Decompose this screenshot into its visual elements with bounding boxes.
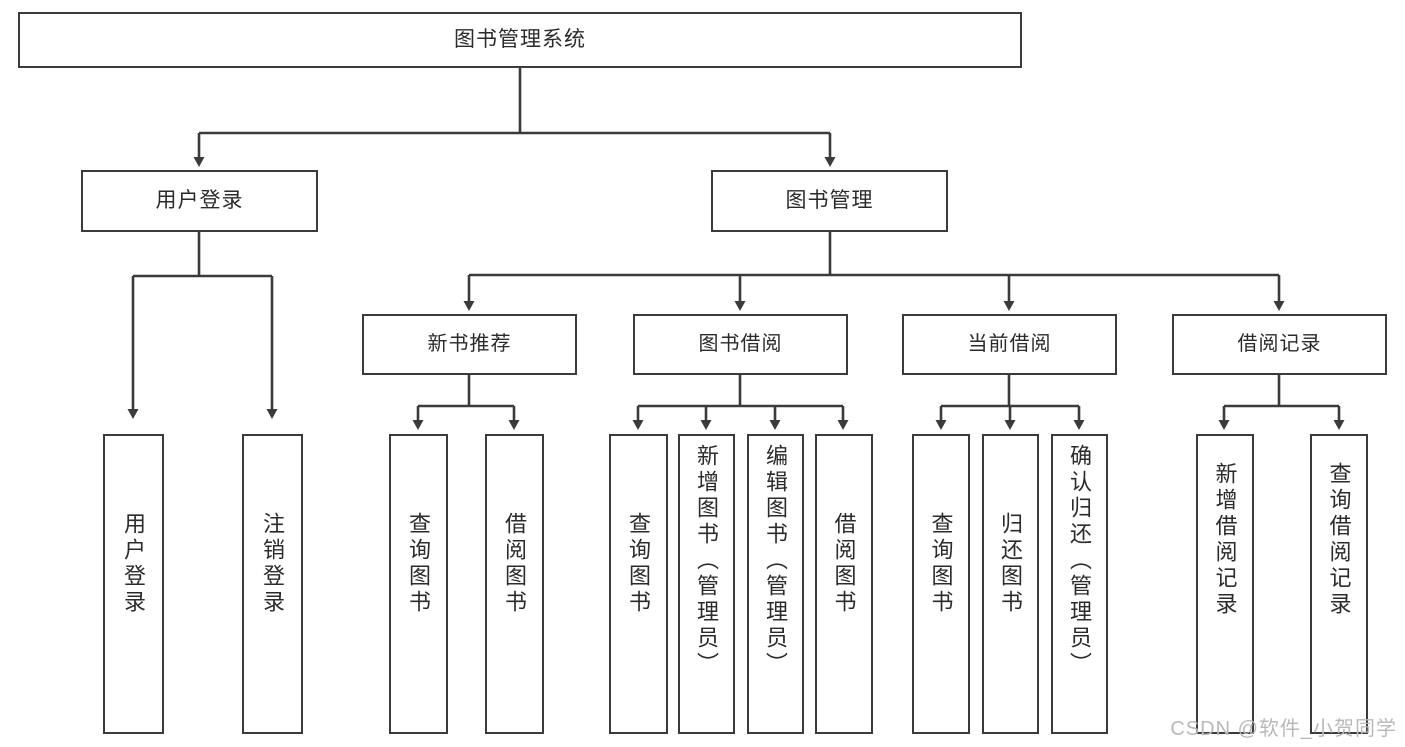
leaf-edit-book-admin[interactable]: 编辑图书（管理员） (747, 434, 804, 734)
node-current-borrow-label: 当前借阅 (967, 332, 1052, 355)
node-book-borrow-label: 图书借阅 (698, 332, 783, 355)
leaf-query-book-current-label: 查询图书 (928, 512, 954, 616)
node-current-borrow[interactable]: 当前借阅 (902, 314, 1117, 375)
node-root[interactable]: 图书管理系统 (18, 12, 1022, 68)
leaf-add-book-admin-label: 新增图书（管理员） (694, 444, 720, 678)
node-borrow-record[interactable]: 借阅记录 (1172, 314, 1387, 375)
leaf-confirm-return-admin-label: 确认归还（管理员） (1067, 444, 1093, 678)
leaf-query-book-borrow[interactable]: 查询图书 (609, 434, 668, 734)
node-root-label: 图书管理系统 (454, 27, 586, 51)
leaf-user-login[interactable]: 用户登录 (103, 434, 164, 734)
leaf-query-borrow-record[interactable]: 查询借阅记录 (1310, 434, 1368, 734)
leaf-query-book-recommend-label: 查询图书 (406, 512, 432, 616)
leaf-query-borrow-record-label: 查询借阅记录 (1326, 462, 1352, 618)
node-user-login-label: 用户登录 (155, 188, 244, 212)
node-book-management[interactable]: 图书管理 (711, 170, 948, 232)
leaf-borrow-book-label: 借阅图书 (831, 512, 857, 616)
leaf-confirm-return-admin[interactable]: 确认归还（管理员） (1051, 434, 1108, 734)
leaf-query-book-borrow-label: 查询图书 (626, 512, 652, 616)
leaf-borrow-book-recommend[interactable]: 借阅图书 (485, 434, 544, 734)
node-book-borrow[interactable]: 图书借阅 (633, 314, 848, 375)
leaf-user-login-label: 用户登录 (121, 512, 147, 616)
node-new-book-recommend-label: 新书推荐 (427, 332, 512, 355)
leaf-edit-book-admin-label: 编辑图书（管理员） (763, 444, 789, 678)
leaf-logout[interactable]: 注销登录 (242, 434, 303, 734)
leaf-logout-label: 注销登录 (260, 512, 286, 616)
leaf-borrow-book-recommend-label: 借阅图书 (502, 512, 528, 616)
node-book-management-label: 图书管理 (785, 188, 874, 212)
leaf-return-book-label: 归还图书 (998, 512, 1024, 616)
leaf-add-borrow-record-label: 新增借阅记录 (1212, 462, 1238, 618)
leaf-return-book[interactable]: 归还图书 (982, 434, 1039, 734)
node-user-login[interactable]: 用户登录 (81, 170, 318, 232)
leaf-add-borrow-record[interactable]: 新增借阅记录 (1196, 434, 1254, 734)
leaf-query-book-current[interactable]: 查询图书 (912, 434, 970, 734)
node-borrow-record-label: 借阅记录 (1237, 332, 1322, 355)
leaf-add-book-admin[interactable]: 新增图书（管理员） (678, 434, 735, 734)
node-new-book-recommend[interactable]: 新书推荐 (362, 314, 577, 375)
leaf-query-book-recommend[interactable]: 查询图书 (389, 434, 448, 734)
leaf-borrow-book[interactable]: 借阅图书 (815, 434, 873, 734)
